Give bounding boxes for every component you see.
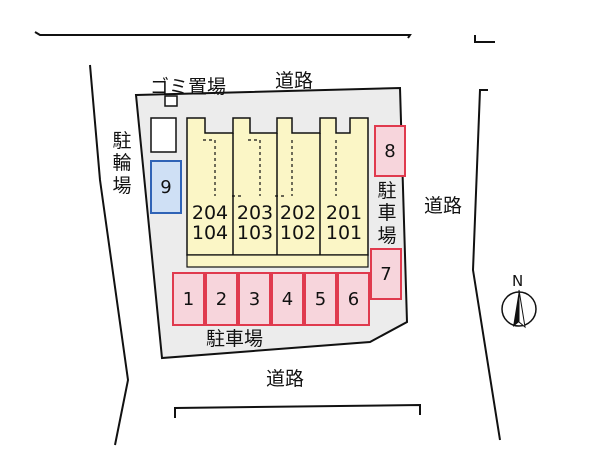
unit-label-201-101: 201 101	[320, 202, 368, 244]
road-label-top: 道路	[275, 70, 314, 92]
unit-label-204-104: 204 104	[186, 202, 234, 244]
road-edge-top	[34, 31, 412, 39]
parking-space-3: 3	[238, 272, 271, 326]
building-walkway	[186, 254, 369, 268]
parking-space-1: 1	[172, 272, 205, 326]
unit-number-lower: 103	[236, 221, 274, 244]
unit-label-202-102: 202 102	[274, 202, 322, 244]
building	[186, 117, 369, 268]
parking-space-7: 7	[370, 248, 402, 300]
unit-number-lower: 101	[325, 221, 363, 244]
parking-label-right: 駐車場	[377, 180, 397, 247]
unit-number-lower: 102	[279, 221, 317, 244]
unit-number-lower: 104	[191, 221, 229, 244]
road-edge-bottom	[174, 403, 421, 418]
parking-space-4: 4	[271, 272, 304, 326]
bicycle-space-9: 9	[150, 160, 182, 214]
garbage-box	[164, 95, 178, 107]
unit-number-upper: 204	[191, 202, 229, 224]
bicycle-parking-label: 駐輪場	[112, 130, 132, 197]
unit-dashed-line	[203, 139, 216, 196]
compass-north-label: N	[512, 272, 524, 290]
unit-label-203-103: 203 103	[231, 202, 279, 244]
parking-space-8: 8	[374, 125, 406, 177]
road-edges	[34, 31, 501, 446]
road-edge-right	[471, 89, 501, 441]
road-edge-top-right	[474, 35, 495, 43]
parking-space-6: 6	[337, 272, 370, 326]
unit-number-upper: 201	[325, 202, 363, 224]
north-compass	[501, 289, 537, 329]
parking-space-5: 5	[304, 272, 337, 326]
bicycle-shed	[150, 117, 177, 153]
parking-label-bottom: 駐車場	[206, 328, 264, 350]
road-label-bottom: 道路	[266, 368, 305, 390]
unit-number-upper: 202	[279, 202, 317, 224]
road-label-right: 道路	[424, 195, 463, 217]
unit-number-upper: 203	[236, 202, 274, 224]
unit-dashed-line	[248, 139, 261, 196]
parking-space-2: 2	[205, 272, 238, 326]
garbage-label: ゴミ置場	[150, 76, 227, 98]
road-edge-left	[89, 64, 130, 446]
